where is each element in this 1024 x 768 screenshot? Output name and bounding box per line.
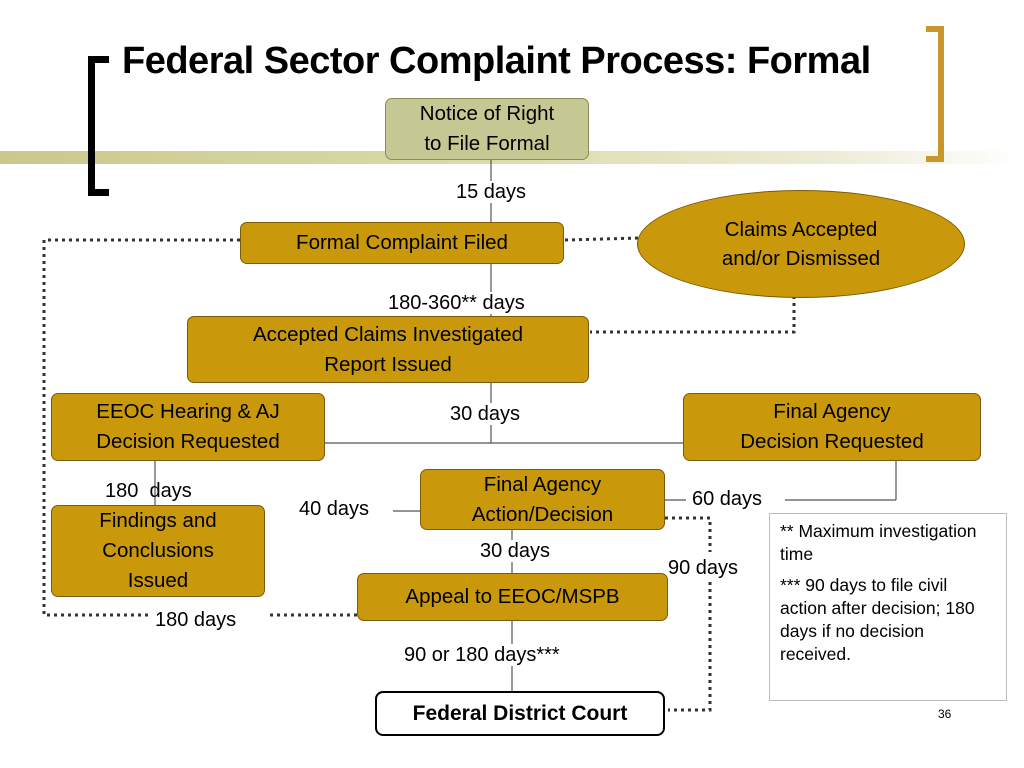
page-number: 36 [938,707,952,721]
formal-complaint-filed-node: Formal Complaint Filed [240,222,564,264]
label-180-days-a: 180 days [105,480,192,502]
label-90-days: 90 days [668,557,739,579]
label-180-360-days: 180-360** days [388,292,525,314]
left-bracket [88,56,109,196]
final-agency-decision-requested-node: Final Agency Decision Requested [683,393,981,461]
federal-district-court-node: Federal District Court [375,691,665,736]
label-30-days-a: 30 days [450,403,521,425]
findings-conclusions-node: Findings and Conclusions Issued [51,505,265,597]
appeal-eeoc-mspb-node: Appeal to EEOC/MSPB [357,573,668,621]
eeoc-hearing-node: EEOC Hearing & AJ Decision Requested [51,393,325,461]
footnote-max-investigation: ** Maximum investigation time [780,521,977,564]
notice-of-right-node: Notice of Right to File Formal [385,98,589,160]
label-180-days-b: 180 days [155,609,237,631]
label-90-or-180-days: 90 or 180 days*** [404,644,560,666]
claims-accepted-node: Claims Accepted and/or Dismissed [637,190,965,298]
right-bracket [926,26,944,162]
footnote-box: ** Maximum investigation time *** 90 day… [769,513,1007,701]
label-15-days: 15 days [456,181,527,203]
label-60-days: 60 days [692,488,763,510]
final-agency-action-node: Final Agency Action/Decision [420,469,665,530]
slide-title: Federal Sector Complaint Process: Formal [122,40,871,82]
label-40-days: 40 days [299,498,370,520]
footnote-civil-action: *** 90 days to file civil action after d… [780,575,975,664]
label-30-days-b: 30 days [480,540,551,562]
claims-investigated-node: Accepted Claims Investigated Report Issu… [187,316,589,383]
